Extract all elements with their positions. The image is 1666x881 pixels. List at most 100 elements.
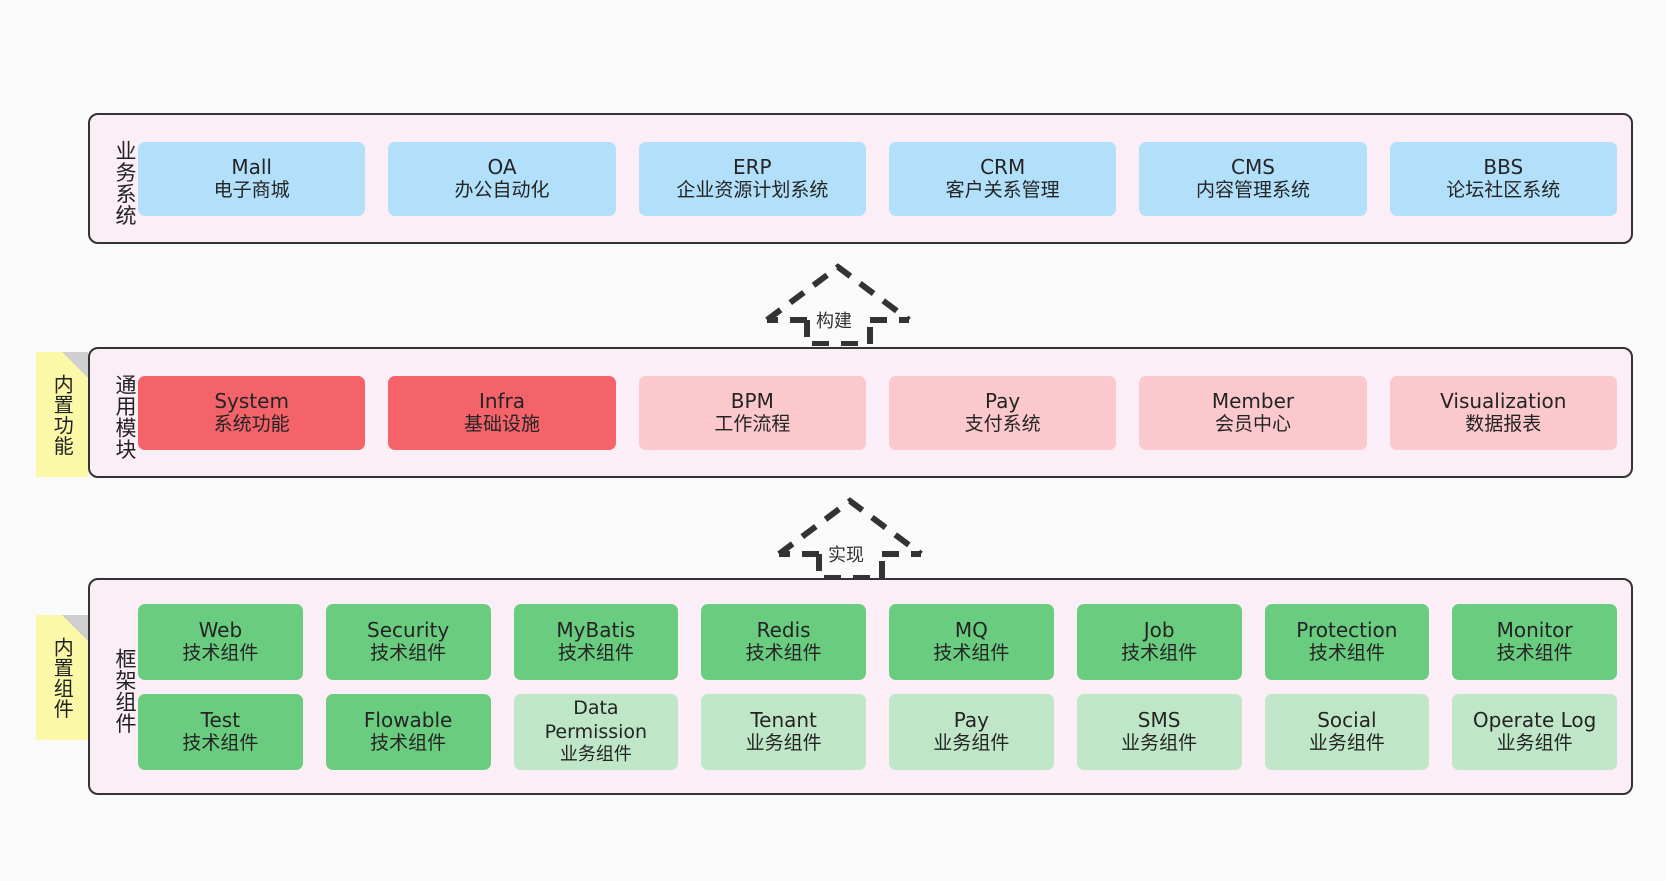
arrow-build-label: 构建	[816, 311, 852, 332]
node-bbs-title: BBS	[1483, 154, 1524, 179]
node-protection[interactable]: Protection 技术组件	[1264, 603, 1430, 680]
node-flowable-title: Flowable	[363, 707, 453, 732]
node-mq[interactable]: MQ 技术组件	[889, 603, 1054, 680]
sticky-note-builtin-component: 内置组件	[36, 615, 88, 740]
business-system-layer-title: 业务系统	[113, 139, 137, 226]
node-sms-title: SMS	[1137, 707, 1181, 732]
node-pay-module-subtitle: 支付系统	[964, 413, 1041, 436]
node-test-title: Test	[200, 707, 241, 732]
node-pay-component-title: Pay	[953, 707, 989, 732]
node-mybatis[interactable]: MyBatis 技术组件	[513, 603, 679, 680]
node-cms-title: CMS	[1231, 154, 1275, 179]
business-system-layer: 业务系统 Mall 电子商城 OA 办公自动化 ERP 企业资源计划系统 CRM	[88, 113, 1633, 244]
node-flowable-subtitle: 技术组件	[370, 732, 447, 755]
node-pay-component-subtitle: 业务组件	[933, 732, 1010, 755]
node-job[interactable]: Job 技术组件	[1076, 603, 1242, 680]
node-security-title: Security	[367, 617, 450, 642]
node-erp-subtitle: 企业资源计划系统	[676, 179, 829, 202]
node-mall-title: Mall	[231, 154, 272, 179]
node-operate-log-subtitle: 业务组件	[1496, 732, 1573, 755]
node-infra[interactable]: Infra 基础设施	[388, 375, 616, 450]
node-cms-subtitle: 内容管理系统	[1195, 179, 1310, 202]
framework-component-node-area: Web 技术组件 Security 技术组件 MyBatis 技术组件 Redi…	[136, 580, 1631, 793]
node-monitor-subtitle: 技术组件	[1496, 642, 1573, 665]
node-infra-title: Infra	[478, 388, 526, 413]
arrow-implement-label: 实现	[828, 545, 864, 566]
common-module-layer: 通用模块 System 系统功能 Infra 基础设施 BPM 工作流程 Pay	[88, 347, 1633, 478]
node-social-title: Social	[1317, 707, 1377, 732]
node-job-subtitle: 技术组件	[1121, 642, 1198, 665]
node-tenant[interactable]: Tenant 业务组件	[701, 693, 866, 770]
arrow-implement: 实现	[772, 496, 942, 580]
node-mall[interactable]: Mall 电子商城	[138, 141, 366, 216]
node-data-permission[interactable]: Data Permission 业务组件	[513, 693, 679, 770]
node-monitor-title: Monitor	[1496, 617, 1573, 642]
node-pay-component[interactable]: Pay 业务组件	[889, 693, 1054, 770]
node-erp-title: ERP	[733, 154, 772, 179]
sticky-note-builtin-function-label: 内置功能	[50, 373, 75, 456]
node-operate-log-title: Operate Log	[1472, 707, 1597, 732]
node-crm-title: CRM	[980, 154, 1026, 179]
node-oa-title: OA	[487, 154, 517, 179]
node-mybatis-subtitle: 技术组件	[557, 642, 634, 665]
node-social[interactable]: Social 业务组件	[1264, 693, 1430, 770]
node-tenant-title: Tenant	[750, 707, 817, 732]
framework-component-layer-title: 框架组件	[113, 647, 137, 734]
node-crm[interactable]: CRM 客户关系管理	[888, 141, 1117, 216]
business-system-row: Mall 电子商城 OA 办公自动化 ERP 企业资源计划系统 CRM 客户关系…	[138, 141, 1617, 216]
common-module-row: System 系统功能 Infra 基础设施 BPM 工作流程 Pay 支付系统…	[138, 375, 1617, 450]
node-test-subtitle: 技术组件	[182, 732, 259, 755]
node-flowable[interactable]: Flowable 技术组件	[325, 693, 491, 770]
node-erp[interactable]: ERP 企业资源计划系统	[638, 141, 866, 216]
node-bpm-title: BPM	[730, 388, 774, 413]
node-sms[interactable]: SMS 业务组件	[1076, 693, 1242, 770]
node-security[interactable]: Security 技术组件	[325, 603, 491, 680]
framework-component-layer: 框架组件 Web 技术组件 Security 技术组件 MyBatis 技术组件…	[88, 578, 1633, 795]
node-redis-subtitle: 技术组件	[745, 642, 822, 665]
node-bpm[interactable]: BPM 工作流程	[638, 375, 866, 450]
node-member-subtitle: 会员中心	[1214, 413, 1291, 436]
node-pay-module-title: Pay	[985, 388, 1021, 413]
arrow-build-shape	[765, 263, 911, 346]
sticky-note-builtin-component-label: 内置组件	[50, 636, 75, 719]
node-bbs[interactable]: BBS 论坛社区系统	[1389, 141, 1617, 216]
node-system-title: System	[214, 388, 289, 413]
arrow-implement-shape	[777, 497, 923, 580]
node-pay-module[interactable]: Pay 支付系统	[888, 375, 1117, 450]
node-redis-title: Redis	[756, 617, 811, 642]
node-visualization-subtitle: 数据报表	[1465, 413, 1542, 436]
node-infra-subtitle: 基础设施	[463, 413, 540, 436]
node-web-title: Web	[198, 617, 243, 642]
node-mybatis-title: MyBatis	[556, 617, 636, 642]
node-data-permission-title: Data Permission	[544, 697, 648, 743]
node-security-subtitle: 技术组件	[370, 642, 447, 665]
node-crm-subtitle: 客户关系管理	[945, 179, 1060, 202]
node-web[interactable]: Web 技术组件	[138, 603, 303, 680]
node-visualization[interactable]: Visualization 数据报表	[1389, 375, 1617, 450]
node-mall-subtitle: 电子商城	[213, 179, 290, 202]
node-mq-title: MQ	[954, 617, 988, 642]
node-cms[interactable]: CMS 内容管理系统	[1139, 141, 1367, 216]
node-system[interactable]: System 系统功能	[138, 375, 366, 450]
node-bbs-subtitle: 论坛社区系统	[1446, 179, 1561, 202]
node-test[interactable]: Test 技术组件	[138, 693, 303, 770]
node-monitor[interactable]: Monitor 技术组件	[1452, 603, 1617, 680]
sticky-fold-corner-icon	[62, 615, 88, 641]
node-tenant-subtitle: 业务组件	[745, 732, 822, 755]
node-redis[interactable]: Redis 技术组件	[701, 603, 866, 680]
framework-business-row: Test 技术组件 Flowable 技术组件 Data Permission …	[138, 693, 1617, 770]
node-oa[interactable]: OA 办公自动化	[388, 141, 616, 216]
node-operate-log[interactable]: Operate Log 业务组件	[1452, 693, 1617, 770]
node-job-title: Job	[1143, 617, 1175, 642]
node-member[interactable]: Member 会员中心	[1139, 375, 1367, 450]
node-social-subtitle: 业务组件	[1308, 732, 1385, 755]
common-module-node-area: System 系统功能 Infra 基础设施 BPM 工作流程 Pay 支付系统…	[136, 349, 1631, 476]
sticky-fold-corner-icon	[62, 352, 88, 378]
arrow-build: 构建	[760, 262, 930, 346]
node-web-subtitle: 技术组件	[182, 642, 259, 665]
node-protection-subtitle: 技术组件	[1308, 642, 1385, 665]
node-data-permission-subtitle: 业务组件	[559, 743, 632, 765]
node-oa-subtitle: 办公自动化	[454, 179, 550, 202]
node-sms-subtitle: 业务组件	[1121, 732, 1198, 755]
node-system-subtitle: 系统功能	[213, 413, 290, 436]
